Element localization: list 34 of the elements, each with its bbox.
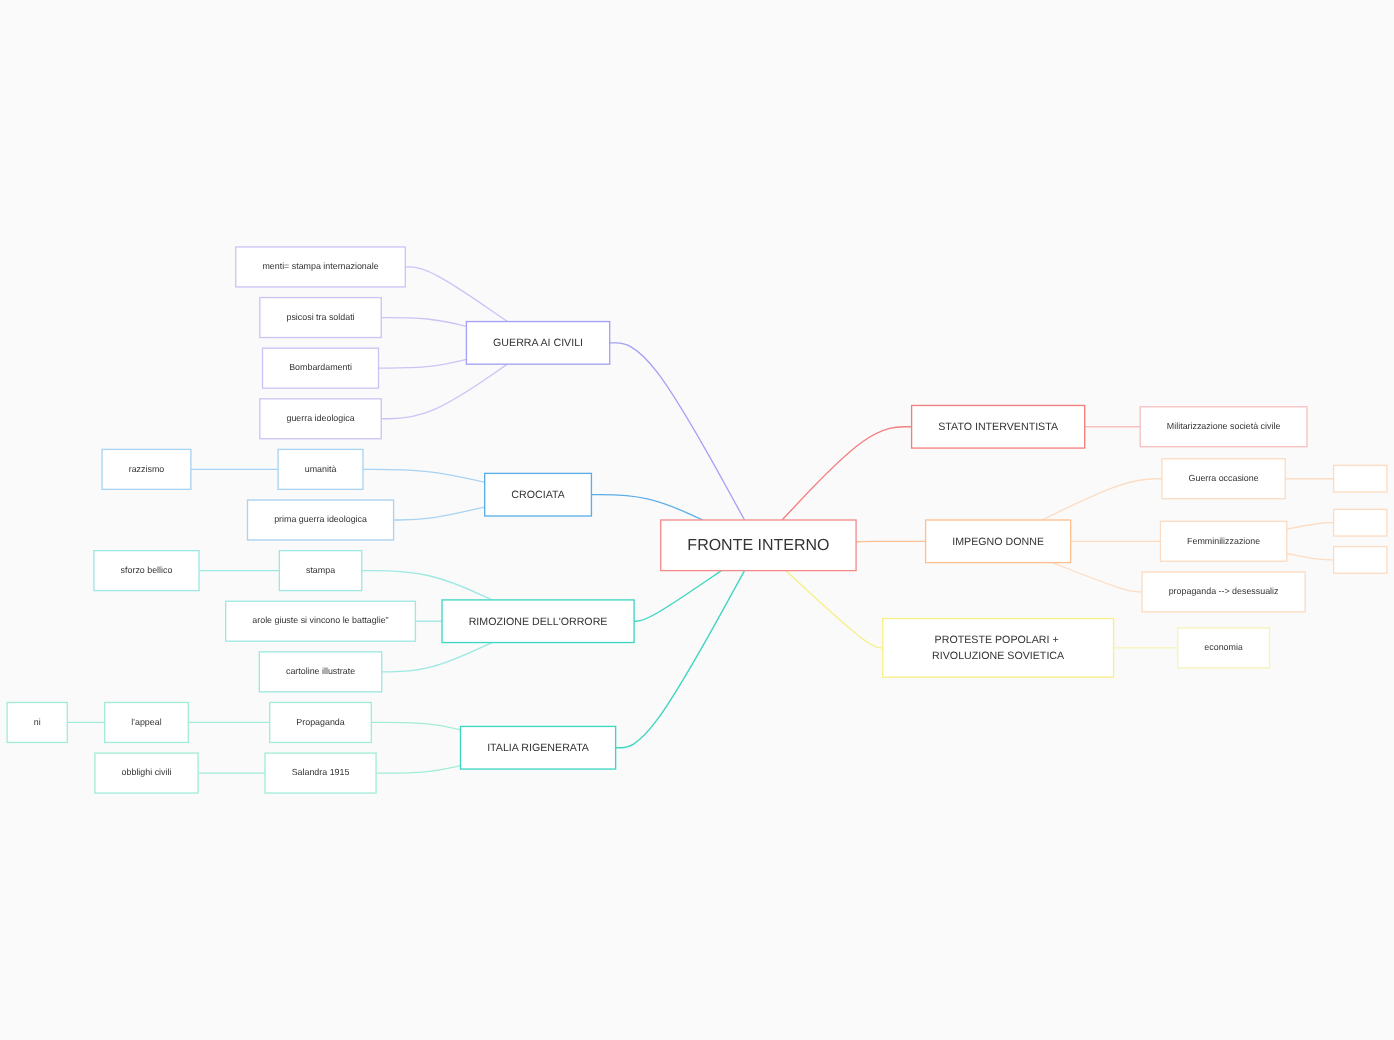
connector [1070,540,1162,542]
connector [633,569,723,622]
connector [198,569,280,572]
connector [1051,561,1143,593]
connector [380,316,468,327]
connector [614,569,746,749]
connector [375,765,462,774]
connector [362,468,486,483]
connector [590,494,704,521]
connector [190,468,279,471]
connector [1284,478,1335,480]
connector [380,363,509,420]
connector [66,721,106,724]
connector [781,426,913,521]
connector [1112,647,1179,649]
connector [414,620,443,622]
connector [1286,552,1335,561]
connector [1084,426,1141,428]
connector [187,721,271,724]
connector [785,569,884,649]
connector [381,641,493,673]
connector [1286,522,1335,530]
connector [855,540,927,543]
connector [361,569,493,601]
node-box [1332,545,1388,574]
connector [609,342,746,521]
node-box [1332,464,1388,493]
connector [197,772,266,774]
node-box [1332,508,1388,537]
connector [392,506,486,521]
connector [404,266,509,323]
connector [1041,478,1163,521]
connector [370,721,462,731]
connector [377,358,468,369]
